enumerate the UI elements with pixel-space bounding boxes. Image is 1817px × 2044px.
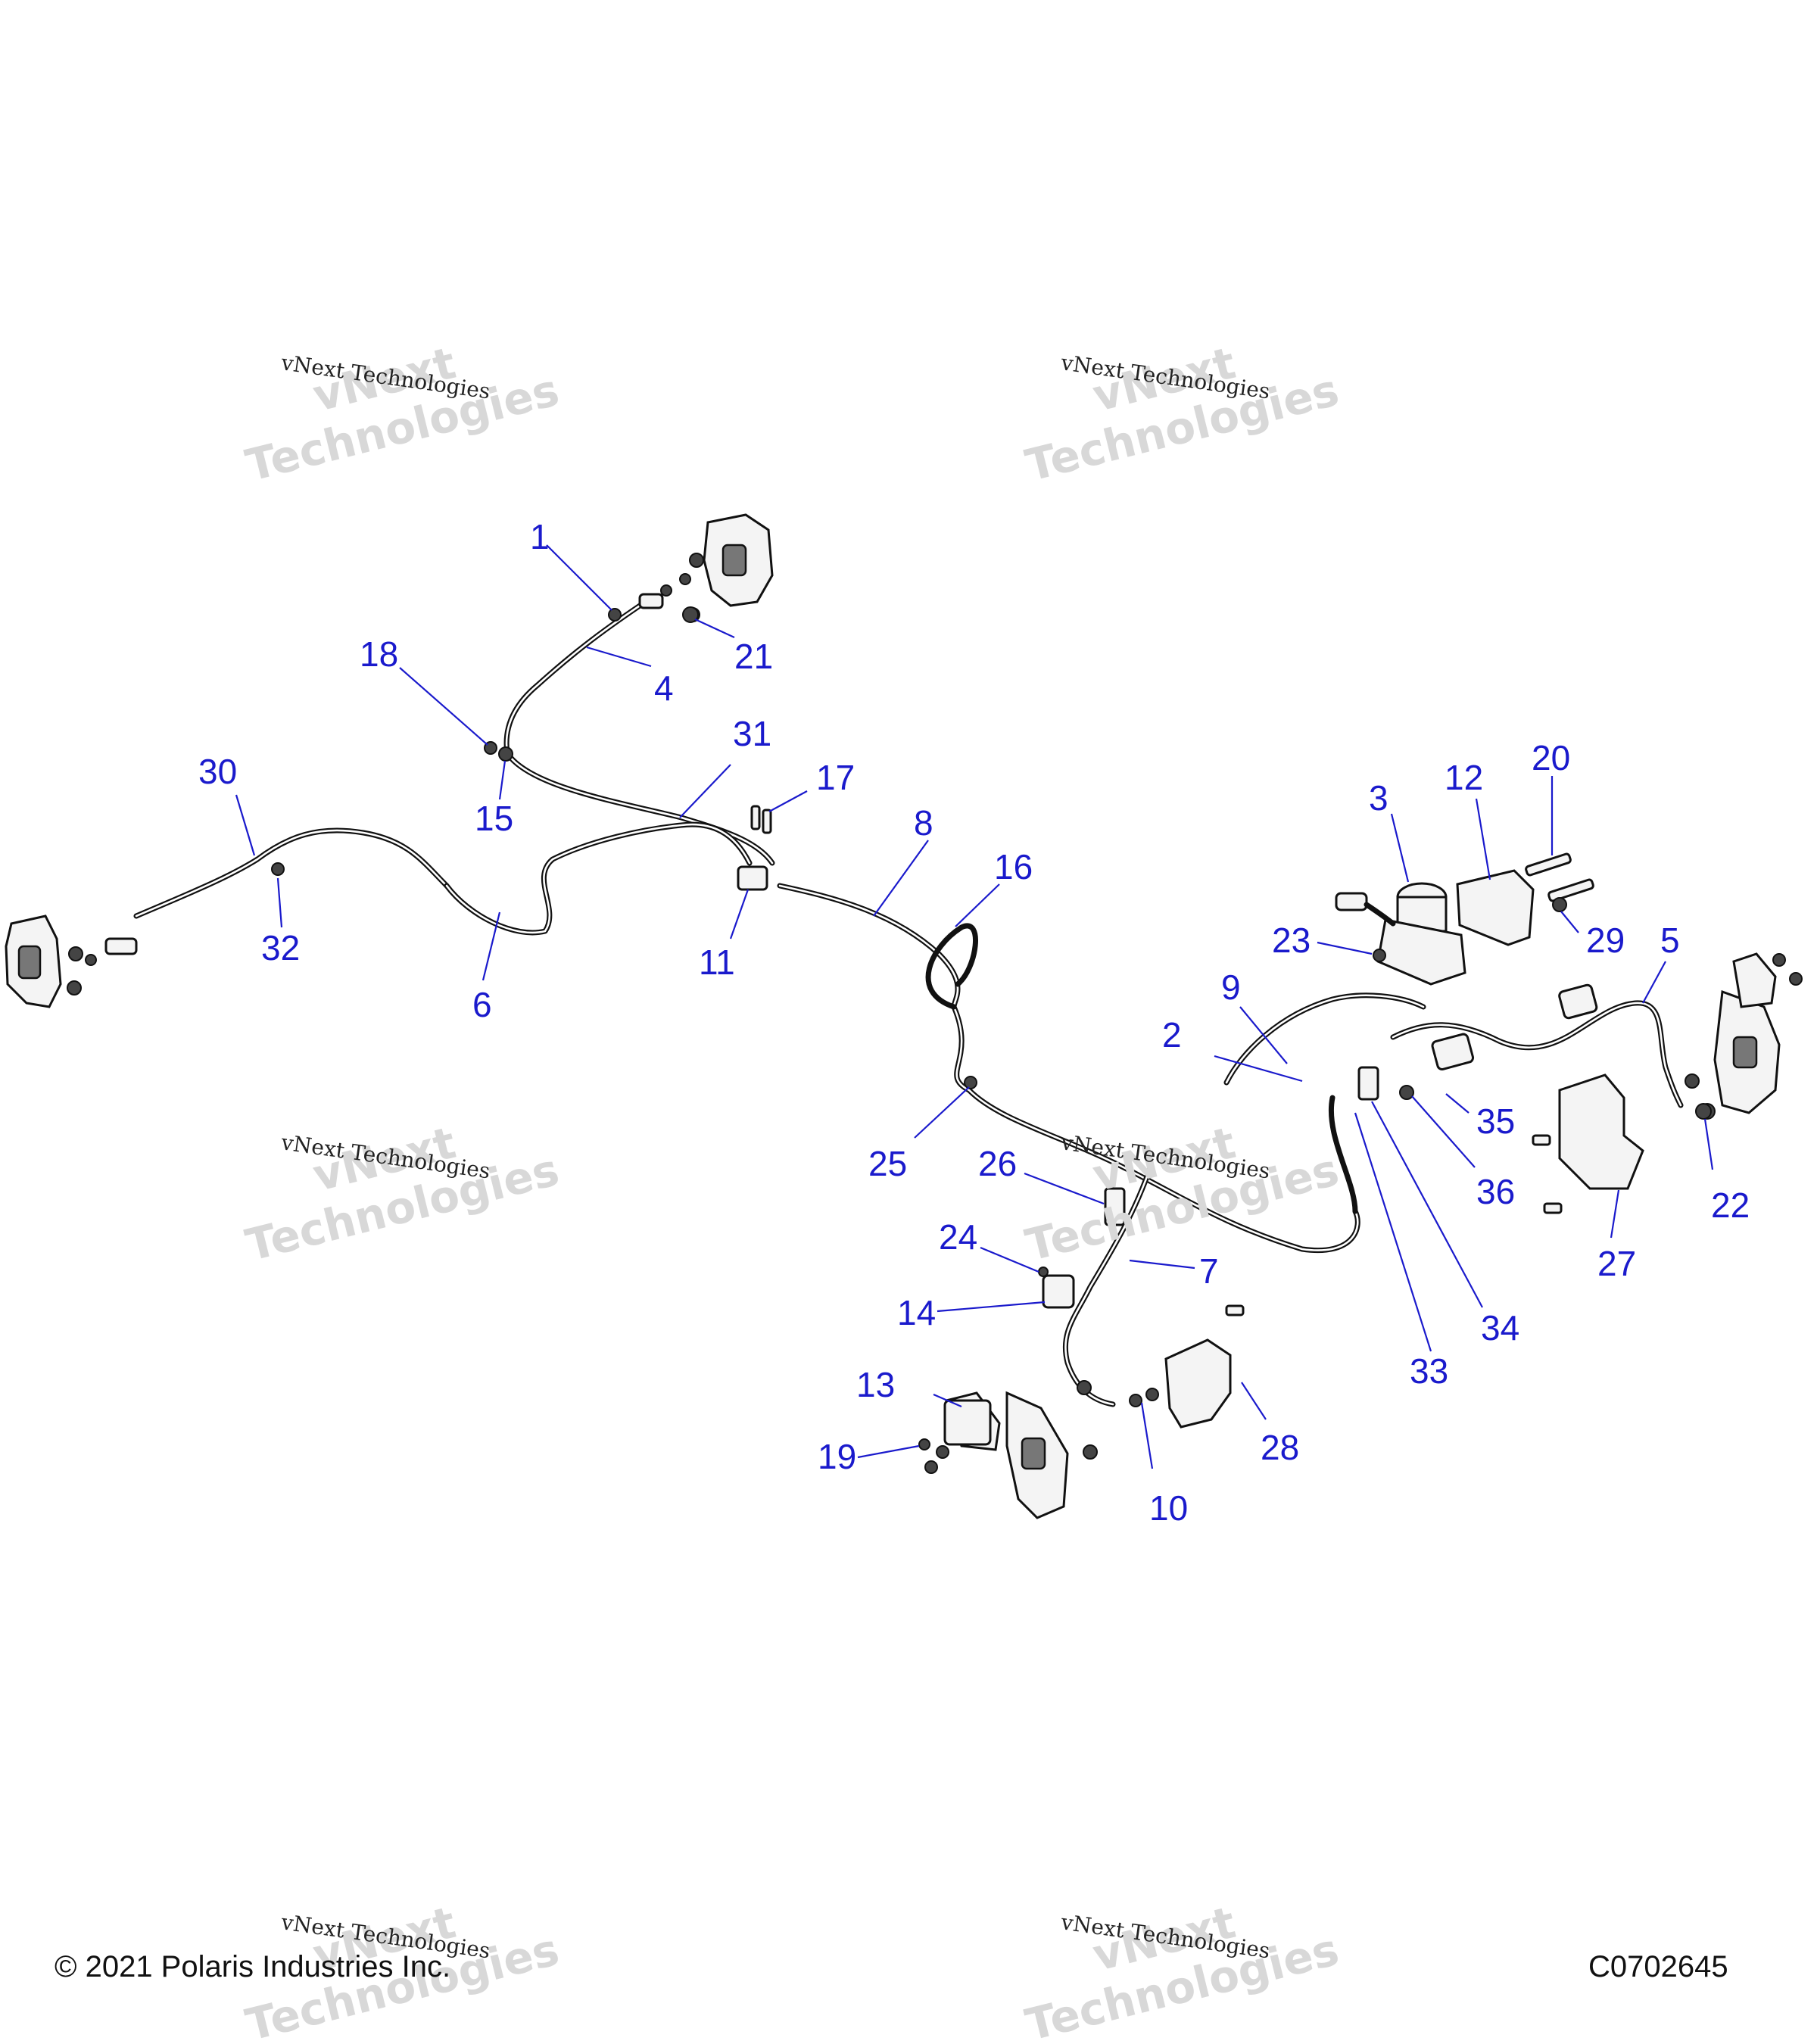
nut-23 (1373, 949, 1386, 962)
hose-4 (503, 595, 654, 756)
bolt-17b (762, 809, 772, 834)
callout-11: 11 (699, 943, 735, 982)
callout-16: 16 (994, 847, 1033, 886)
callout-7: 7 (1199, 1251, 1219, 1291)
washer-10b (1145, 1388, 1159, 1401)
callout-15: 15 (475, 799, 513, 838)
callout-19: 19 (818, 1437, 856, 1476)
callout-3: 3 (1369, 778, 1388, 818)
callout-27: 27 (1597, 1244, 1636, 1283)
washer-10a (1129, 1394, 1142, 1407)
bolt-20b (1547, 878, 1594, 902)
callout-5: 5 (1660, 921, 1680, 960)
callout-23: 23 (1272, 921, 1311, 960)
callout-29: 29 (1586, 921, 1625, 960)
callout-12: 12 (1445, 758, 1483, 797)
callout-35: 35 (1476, 1101, 1515, 1141)
callout-30: 30 (198, 752, 237, 791)
hose-30 (133, 827, 450, 919)
bolt-27b (1543, 1202, 1563, 1214)
clip-19 (918, 1438, 930, 1450)
callout-20: 20 (1532, 738, 1570, 777)
callout-34: 34 (1481, 1308, 1519, 1348)
callout-8: 8 (914, 803, 933, 843)
front-left-caliper (5, 915, 138, 1008)
callout-10: 10 (1149, 1488, 1188, 1528)
rear-right-caliper (1685, 952, 1803, 1120)
callout-18: 18 (360, 634, 398, 674)
bracket-14 (1042, 1274, 1075, 1309)
guard-27 (1558, 1073, 1644, 1190)
callout-2: 2 (1162, 1015, 1182, 1055)
callout-24: 24 (939, 1217, 977, 1257)
nut-36 (1399, 1085, 1414, 1100)
master-cylinder-3 (1335, 882, 1466, 986)
bolt-28 (1225, 1304, 1245, 1316)
clip-25 (964, 1076, 977, 1089)
callout-21: 21 (734, 637, 773, 676)
washer-29 (1552, 897, 1567, 912)
callout-6: 6 (472, 985, 492, 1024)
callout-22: 22 (1711, 1186, 1750, 1225)
hose-8 (777, 883, 1360, 1253)
nut-22 (1695, 1103, 1712, 1120)
callout-4: 4 (654, 668, 674, 708)
hose-33 (1329, 1095, 1358, 1214)
callout-28: 28 (1261, 1428, 1299, 1467)
components (5, 513, 1803, 1519)
brake-lines (133, 595, 1684, 1407)
callout-1: 1 (530, 517, 550, 556)
clip-35 (1431, 1033, 1475, 1071)
bracket-12 (1456, 869, 1535, 946)
callout-14: 14 (897, 1293, 936, 1332)
diagram-code: C0702645 (1588, 1950, 1728, 1983)
callout-17: 17 (816, 758, 855, 797)
leader-lines (235, 544, 1714, 1469)
callout-26: 26 (978, 1144, 1017, 1183)
bracket-34 (1357, 1066, 1379, 1101)
copyright-text: © 2021 Polaris Industries Inc. (55, 1950, 451, 1983)
bracket-13 (943, 1399, 992, 1446)
callout-36: 36 (1476, 1172, 1515, 1211)
bolt-17a (750, 805, 761, 830)
callout-31: 31 (733, 714, 771, 753)
hose-loop-16 (925, 923, 978, 1010)
bracket-26 (1104, 1187, 1126, 1226)
bolt-1 (608, 608, 622, 622)
callout-13: 13 (856, 1365, 895, 1404)
junction-block-11 (737, 865, 768, 891)
guard-28 (1164, 1338, 1232, 1429)
callout-32: 32 (261, 928, 300, 967)
callout-25: 25 (868, 1144, 907, 1183)
bolt-21 (682, 606, 699, 623)
callout-9: 9 (1221, 967, 1241, 1007)
front-right-caliper (638, 513, 774, 622)
clip-32 (271, 862, 285, 876)
bolt-20 (1525, 852, 1572, 877)
callout-labels: 1 2 3 4 5 6 7 8 9 10 11 12 13 14 15 16 1… (198, 517, 1750, 1528)
clip-upper (1558, 983, 1598, 1020)
bolt-27a (1532, 1134, 1551, 1146)
callout-33: 33 (1410, 1351, 1448, 1391)
clip-15 (498, 746, 513, 762)
screw-24 (1038, 1267, 1049, 1277)
